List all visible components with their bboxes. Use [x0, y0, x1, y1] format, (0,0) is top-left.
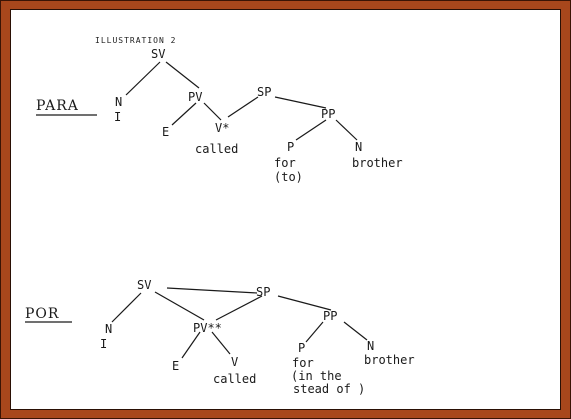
node-v: V*	[215, 121, 229, 135]
edge-pv-e	[171, 102, 197, 126]
node-v: V	[231, 355, 238, 369]
node-brother: brother	[352, 156, 403, 170]
node-e: E	[172, 359, 179, 373]
node-for: for	[274, 156, 296, 170]
node-i: I	[100, 337, 107, 351]
edge-sp-v	[227, 96, 259, 118]
tree-heading-para: PARA	[36, 98, 79, 114]
tree-para: PARA SV N I PV E V* called SP PP P for (…	[36, 47, 403, 184]
node-pp: PP	[321, 107, 335, 121]
illustration-caption: ILLUSTRATION 2	[95, 36, 176, 45]
tree-heading-por: POR	[25, 306, 59, 322]
node-called: called	[195, 142, 238, 156]
edge-pp-p	[305, 321, 324, 343]
node-n2: N	[367, 339, 374, 353]
node-sp: SP	[257, 85, 271, 99]
node-n: N	[115, 95, 122, 109]
node-pv: PV	[188, 90, 202, 104]
node-for: for	[292, 356, 314, 370]
edge-pv-v	[203, 102, 222, 121]
node-n2: N	[355, 140, 362, 154]
edge-pp-p	[295, 119, 327, 141]
node-i: I	[114, 110, 121, 124]
node-p: P	[298, 341, 305, 355]
node-sv: SV	[137, 278, 151, 292]
node-called: called	[213, 372, 256, 386]
node-instead: (in the	[291, 369, 342, 383]
edge-sp-pp	[274, 96, 327, 109]
node-to: (to)	[274, 170, 303, 184]
edge-pp-n	[335, 119, 358, 141]
edge-sv-n	[125, 61, 161, 96]
node-brother: brother	[364, 353, 415, 367]
edge-pv-v	[211, 331, 231, 355]
node-e: E	[162, 125, 169, 139]
node-n: N	[105, 322, 112, 336]
node-sv: SV	[151, 47, 165, 61]
edge-sp-pv	[215, 295, 263, 321]
edge-sp-pp	[277, 295, 332, 311]
edge-sv-pv	[154, 291, 205, 321]
edge-sv-pv	[165, 61, 200, 89]
node-p: P	[287, 140, 294, 154]
tree-por: POR SV N I PV** E V called SP PP P for (…	[25, 278, 415, 396]
edge-pp-n	[343, 321, 368, 341]
edge-sv-n	[111, 292, 142, 323]
node-pp: PP	[323, 309, 337, 323]
edge-sv-sp	[166, 287, 258, 294]
node-sp: SP	[256, 285, 270, 299]
edge-pv-e	[181, 331, 201, 359]
node-stead-of: stead of )	[293, 382, 365, 396]
node-pv: PV**	[193, 321, 222, 335]
frame-inner	[10, 9, 561, 410]
